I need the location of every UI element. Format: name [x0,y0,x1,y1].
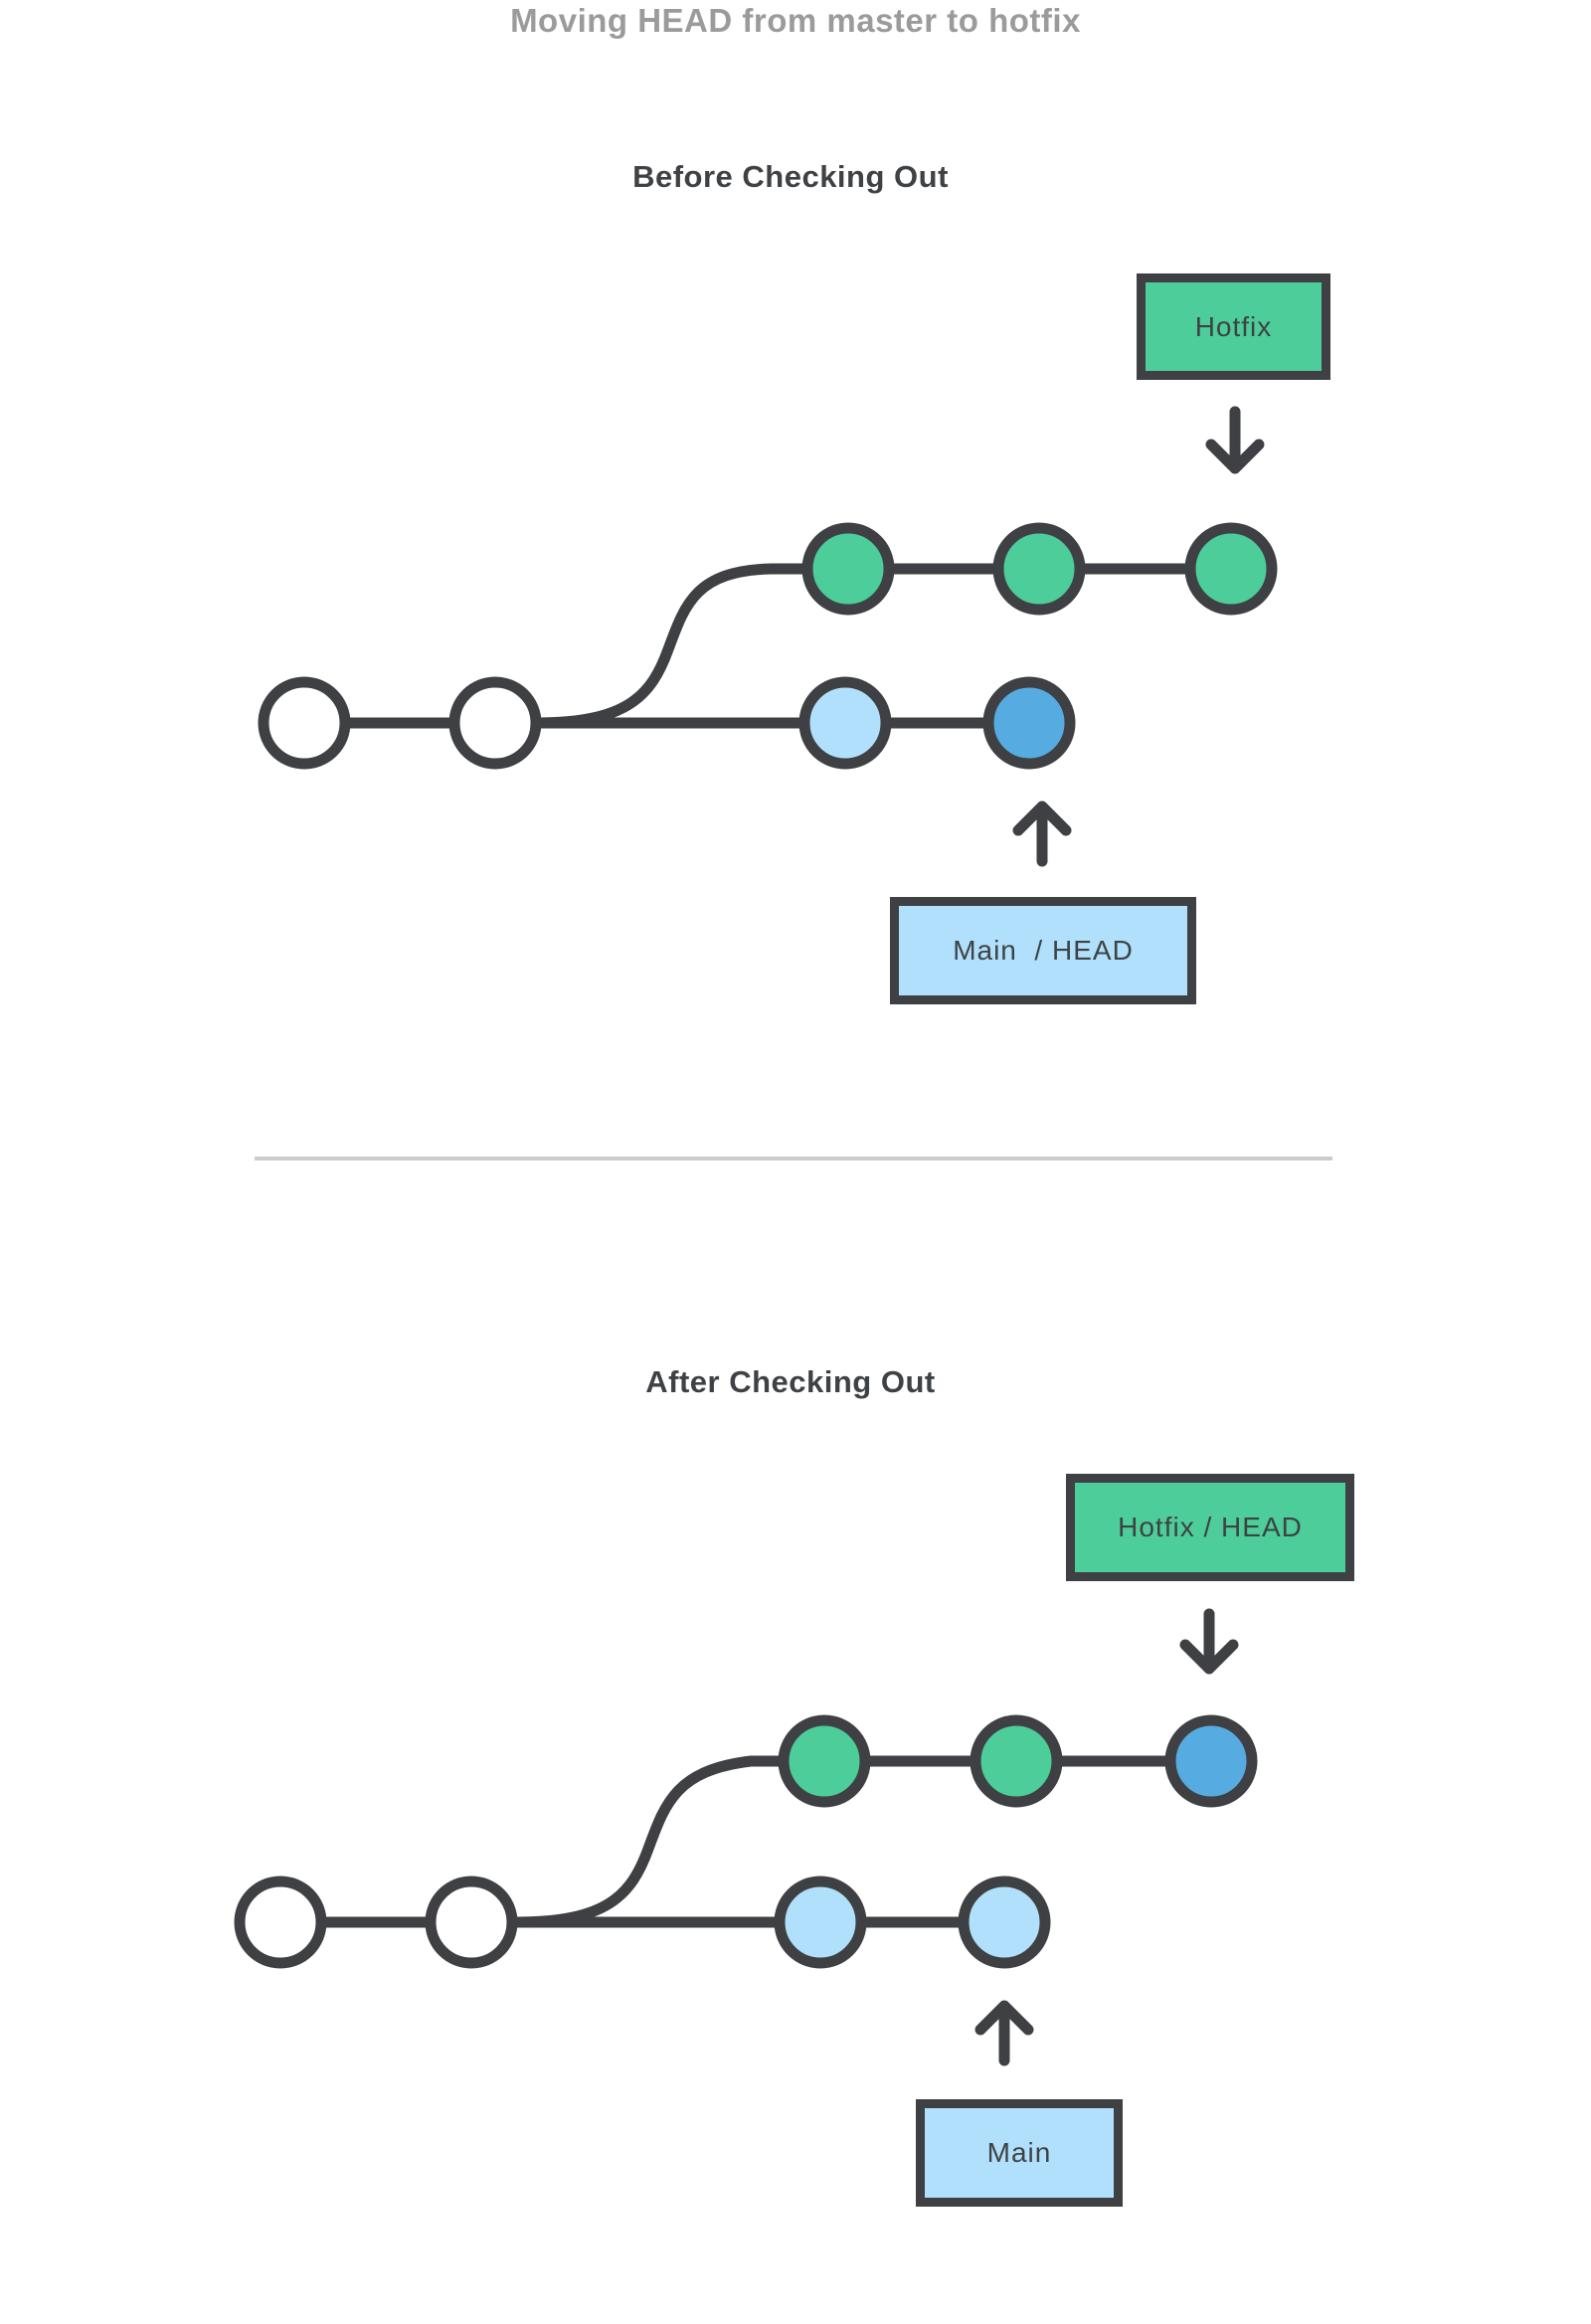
up-arrow-icon [1012,801,1072,867]
section-heading-before: Before Checking Out [632,159,949,194]
commit-nodes-after [234,1714,1258,1969]
commit-node-light_blue [774,1876,867,1969]
commit-node-blue [1164,1714,1258,1808]
down-arrow-icon [1205,406,1265,474]
commit-node-white [425,1876,518,1969]
diagram-title: Moving HEAD from master to hotfix [510,2,1081,39]
commit-node-blue [982,676,1076,770]
main-head-label: Main / HEAD [890,897,1196,1004]
down-arrow-icon [1179,1608,1239,1675]
hotfix-branch-line-after [511,1755,1217,1928]
commit-node-white [258,676,351,770]
commit-node-green [970,1714,1063,1808]
section-divider [255,1157,1332,1161]
commit-node-white [448,676,542,770]
commit-node-green [778,1714,871,1808]
commit-node-green [992,522,1086,616]
hotfix-branch-label: Hotfix [1137,273,1330,380]
hotfix-head-label: Hotfix / HEAD [1066,1474,1354,1581]
commit-node-green [801,522,895,616]
section-heading-after: After Checking Out [645,1364,936,1399]
up-arrow-icon [974,2000,1034,2066]
commit-node-light_blue [958,1876,1051,1969]
hotfix-branch-line-before [531,563,1237,729]
commit-nodes-before [258,522,1278,770]
main-branch-label: Main [916,2099,1123,2207]
commit-node-white [234,1876,327,1969]
commit-node-light_blue [798,676,892,770]
commit-node-green [1184,522,1278,616]
